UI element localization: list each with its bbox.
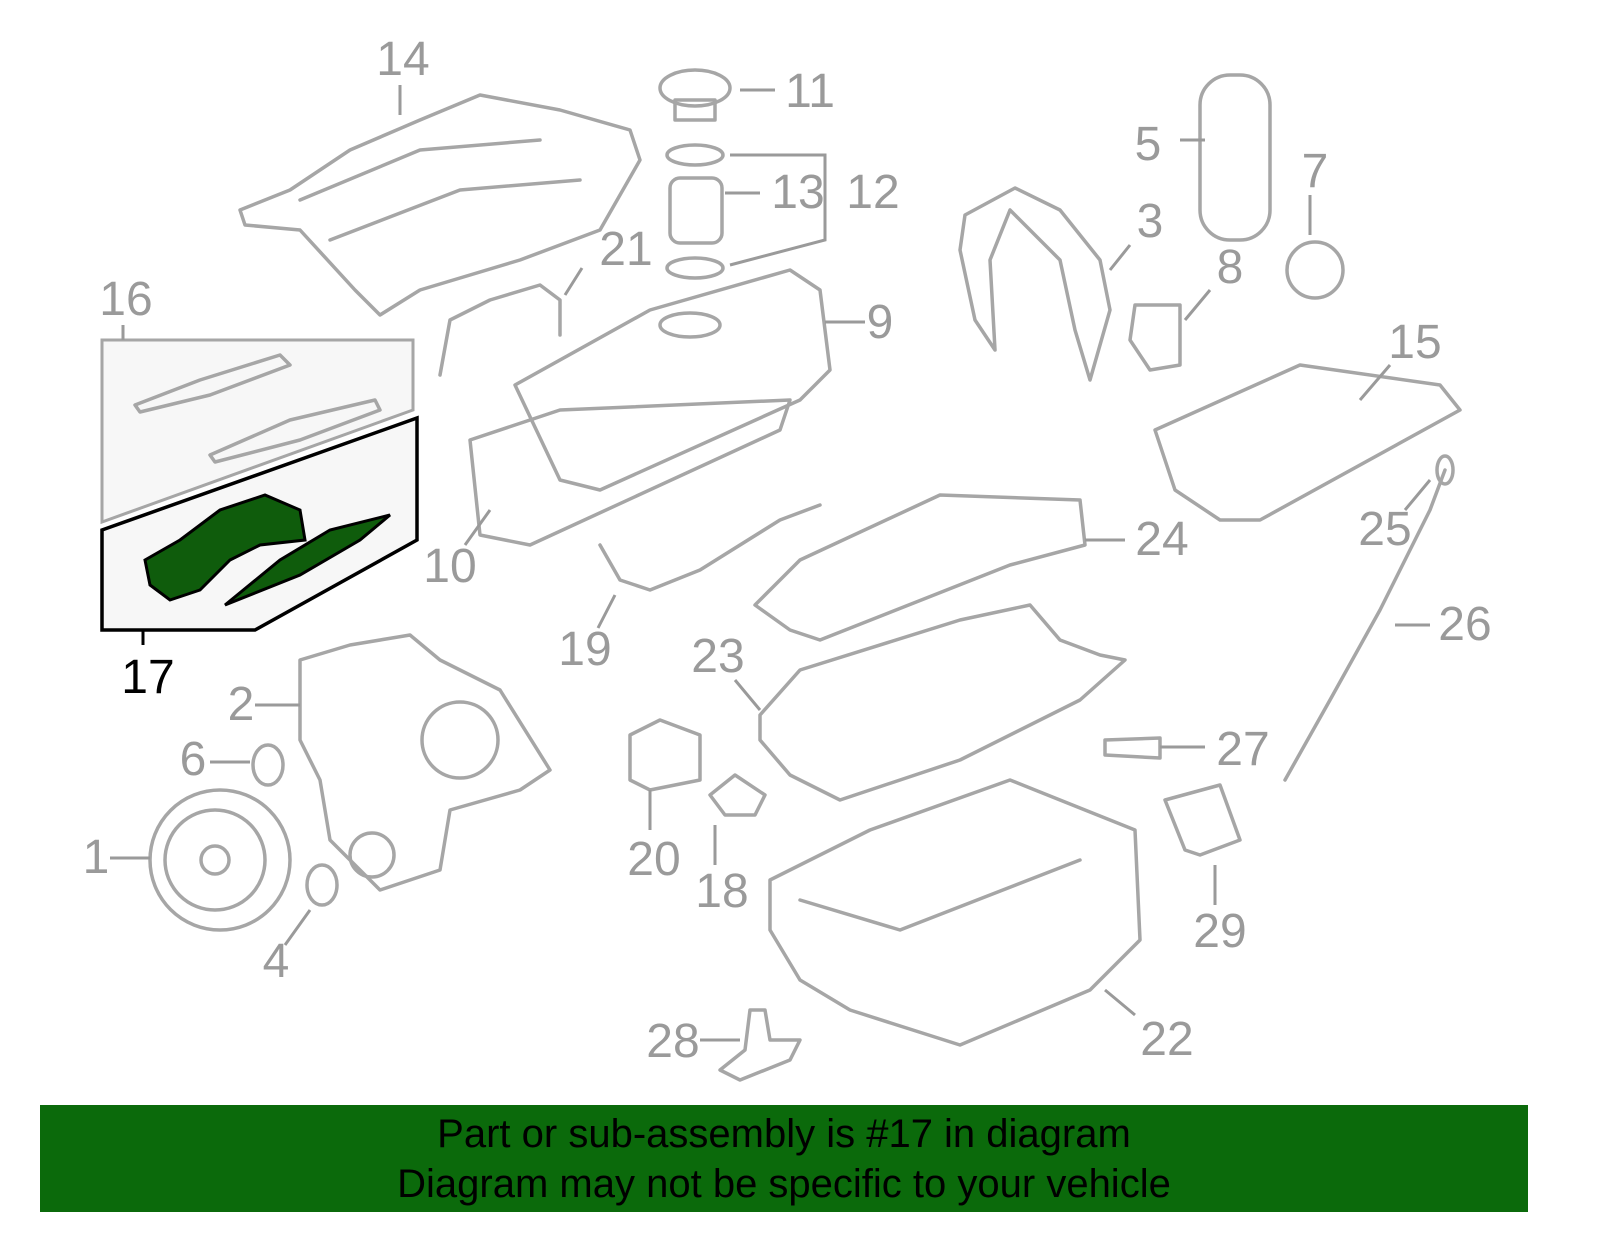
part-front-seal [251, 743, 285, 787]
callout-17-selected[interactable]: 17 [121, 651, 175, 704]
part-harmonic-balancer [148, 788, 292, 932]
highlighted-manifold-gasket [224, 513, 391, 607]
callout-8[interactable]: 8 [1216, 241, 1244, 294]
callout-24[interactable]: 24 [1135, 513, 1189, 566]
callout-29[interactable]: 29 [1193, 905, 1247, 958]
callout-3[interactable]: 3 [1136, 195, 1164, 248]
callout-28[interactable]: 28 [646, 1015, 700, 1068]
callout-5[interactable]: 5 [1134, 118, 1162, 171]
part-plug-27 [1103, 736, 1162, 760]
callout-22[interactable]: 22 [1140, 1013, 1194, 1066]
callout-13[interactable]: 13 [771, 166, 825, 219]
part-seal-lower [665, 256, 725, 280]
callout-12[interactable]: 12 [846, 166, 900, 219]
callout-7[interactable]: 7 [1301, 145, 1329, 198]
callout-14[interactable]: 14 [376, 33, 430, 86]
part-dipstick [1283, 468, 1447, 782]
callout-23[interactable]: 23 [691, 630, 745, 683]
part-timing-chain [1198, 73, 1272, 242]
callout-19[interactable]: 19 [558, 623, 612, 676]
part-seal-upper [665, 143, 725, 167]
callout-20[interactable]: 20 [627, 833, 681, 886]
part-cover-plate [958, 186, 1112, 382]
banner-line-2: Diagram may not be specific to your vehi… [397, 1161, 1171, 1206]
callout-25[interactable]: 25 [1358, 503, 1412, 556]
part-intake-manifold [238, 93, 642, 317]
part-pan-gasket [758, 603, 1127, 802]
part-seal-4 [305, 863, 339, 907]
callout-26[interactable]: 26 [1438, 598, 1492, 651]
callout-15[interactable]: 15 [1388, 316, 1442, 369]
part-sensor-18 [708, 773, 767, 817]
part-bracket-20 [628, 718, 702, 792]
part-sprocket [1285, 240, 1345, 300]
part-sensor-wire [598, 503, 822, 592]
part-harness [438, 283, 562, 377]
banner-line-1: Part or sub-assembly is #17 in diagram [437, 1111, 1131, 1156]
callout-4[interactable]: 4 [262, 935, 290, 988]
part-windage-tray [753, 493, 1087, 642]
gasket-set-box-16 [100, 338, 415, 525]
info-banner: Part or sub-assembly is #17 in diagram D… [40, 1105, 1528, 1212]
part-oil-cap [658, 68, 732, 108]
part-valve-cover-gasket [468, 398, 792, 547]
part-oil-pan [768, 778, 1142, 1047]
callout-27[interactable]: 27 [1216, 723, 1270, 776]
callout-16[interactable]: 16 [99, 273, 153, 326]
part-tensioner [1128, 303, 1182, 372]
part-sensor-28 [718, 1008, 802, 1082]
part-oil-filter [1163, 783, 1242, 857]
highlighted-exhaust-gasket [143, 493, 307, 602]
leader-lines [110, 85, 1432, 1042]
part-valve-cover [513, 268, 832, 492]
callout-1[interactable]: 1 [82, 831, 110, 884]
callout-9[interactable]: 9 [866, 296, 894, 349]
part-filler-tube [668, 176, 724, 245]
part-lower-manifold [1153, 363, 1462, 522]
part-front-cover [298, 633, 552, 892]
callout-10[interactable]: 10 [423, 540, 477, 593]
callout-2[interactable]: 2 [227, 678, 255, 731]
callout-18[interactable]: 18 [695, 865, 749, 918]
callout-6[interactable]: 6 [179, 733, 207, 786]
callout-21[interactable]: 21 [599, 223, 653, 276]
callout-11[interactable]: 11 [785, 65, 835, 118]
